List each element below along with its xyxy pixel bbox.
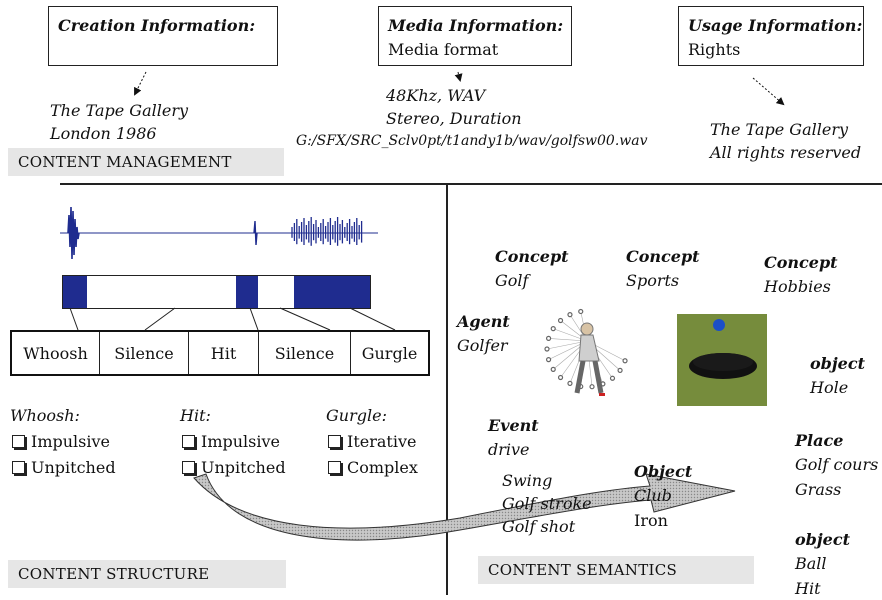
checkbox-icon bbox=[328, 461, 341, 474]
hit-item-1: Impulsive bbox=[182, 429, 280, 455]
gurgle-item-2-label: Complex bbox=[347, 458, 418, 477]
checkbox-icon bbox=[12, 461, 25, 474]
concept-1-type: Concept bbox=[495, 247, 569, 266]
whoosh-item-2: Unpitched bbox=[12, 455, 116, 481]
creation-info-box: Creation Information: bbox=[48, 6, 278, 66]
gurgle-item-2: Complex bbox=[328, 455, 418, 481]
checkbox-icon bbox=[328, 435, 341, 448]
concept-1-value: Golf bbox=[495, 271, 529, 290]
swing-arc-dot bbox=[557, 317, 564, 324]
audio-waveform bbox=[60, 206, 378, 260]
media-info-header: Media Information: bbox=[388, 16, 564, 35]
swing-arc-dot bbox=[545, 335, 552, 341]
concept-3-value: Hobbies bbox=[764, 277, 831, 296]
concept-2-value: Sports bbox=[626, 271, 680, 290]
gurgle-group-title: Gurgle: bbox=[326, 406, 387, 425]
agent-value: Golfer bbox=[457, 336, 508, 355]
media-line-2: Stereo, Duration bbox=[386, 109, 522, 128]
event-term-1: Swing bbox=[502, 471, 553, 490]
hit-group-title: Hit: bbox=[180, 406, 211, 425]
event-value: drive bbox=[488, 440, 530, 459]
swing-arc-dot bbox=[567, 312, 573, 318]
object-hole-value: Hole bbox=[810, 378, 849, 397]
swing-arc-dot bbox=[567, 380, 573, 386]
segment-hit: Hit bbox=[189, 332, 259, 374]
whoosh-item-1-label: Impulsive bbox=[31, 432, 110, 451]
checkbox-icon bbox=[182, 435, 195, 448]
golfer-image bbox=[544, 308, 628, 396]
segment-block-gurgle bbox=[294, 276, 370, 308]
object-club-type: Object bbox=[634, 462, 693, 481]
place-type: Place bbox=[795, 431, 844, 450]
swing-arc-dot bbox=[617, 367, 623, 373]
swing-arc-dot bbox=[589, 384, 595, 390]
concept-2-type: Concept bbox=[626, 247, 700, 266]
object-club-line-1: Club bbox=[634, 486, 672, 505]
event-type: Event bbox=[488, 416, 539, 435]
vertical-divider bbox=[446, 184, 448, 595]
management-arrows bbox=[134, 71, 785, 106]
segment-block-hit bbox=[236, 276, 258, 308]
golf-hole-image bbox=[677, 314, 767, 406]
media-info-subheader: Media format bbox=[388, 40, 499, 59]
checkbox-icon bbox=[182, 461, 195, 474]
whoosh-item-1: Impulsive bbox=[12, 429, 110, 455]
gurgle-item-1: Iterative bbox=[328, 429, 416, 455]
swing-arc-dot bbox=[544, 346, 550, 352]
segment-block-whoosh bbox=[63, 276, 87, 308]
swing-arc-dot bbox=[550, 366, 556, 372]
usage-line-1: The Tape Gallery bbox=[710, 120, 849, 139]
segment-silence-1: Silence bbox=[100, 332, 189, 374]
usage-info-header: Usage Information: bbox=[688, 16, 863, 35]
swing-arc-dot bbox=[550, 326, 556, 332]
media-info-box: Media Information: Media format bbox=[378, 6, 572, 66]
creation-line-1: The Tape Gallery bbox=[50, 101, 189, 120]
place-line-2: Grass bbox=[795, 480, 842, 499]
object-ball-line-1: Ball bbox=[795, 554, 827, 573]
media-path: G:/SFX/SRC_Sclv0pt/t1andy1b/wav/golfsw00… bbox=[296, 133, 648, 149]
segment-table: Whoosh Silence Hit Silence Gurgle bbox=[10, 330, 430, 376]
event-term-2: Golf stroke bbox=[502, 494, 592, 513]
creation-info-header: Creation Information: bbox=[58, 16, 256, 35]
whoosh-group-title: Whoosh: bbox=[10, 406, 80, 425]
content-management-label: CONTENT MANAGEMENT bbox=[8, 148, 284, 176]
swing-arc-dot bbox=[622, 358, 628, 364]
content-structure-label: CONTENT STRUCTURE bbox=[8, 560, 286, 588]
event-term-3: Golf shot bbox=[502, 517, 576, 536]
horizontal-divider bbox=[60, 183, 882, 185]
segment-gurgle: Gurgle bbox=[361, 343, 418, 363]
swing-arc-dot bbox=[609, 375, 616, 381]
agent-type: Agent bbox=[457, 312, 510, 331]
hit-item-1-label: Impulsive bbox=[201, 432, 280, 451]
hit-item-2-label: Unpitched bbox=[201, 458, 286, 477]
usage-info-box: Usage Information: Rights bbox=[678, 6, 864, 66]
usage-line-2: All rights reserved bbox=[710, 143, 862, 162]
content-semantics-label: CONTENT SEMANTICS bbox=[478, 556, 754, 584]
segment-strip bbox=[62, 275, 371, 309]
object-ball-type: object bbox=[795, 530, 850, 549]
object-ball-line-2: Hit bbox=[795, 579, 821, 598]
hit-item-2: Unpitched bbox=[182, 455, 286, 481]
gurgle-item-1-label: Iterative bbox=[347, 432, 417, 451]
segment-whoosh: Whoosh bbox=[12, 332, 100, 374]
whoosh-item-2-label: Unpitched bbox=[31, 458, 116, 477]
usage-info-subheader: Rights bbox=[688, 40, 741, 59]
swing-arc-dot bbox=[545, 357, 552, 363]
swing-arc-dot bbox=[557, 374, 564, 381]
segment-silence-2: Silence bbox=[259, 332, 351, 374]
media-line-1: 48Khz, WAV bbox=[386, 86, 486, 105]
concept-3-type: Concept bbox=[764, 253, 838, 272]
segment-connectors bbox=[69, 307, 396, 331]
swing-arc-dot bbox=[578, 308, 584, 315]
place-line-1: Golf cours bbox=[795, 455, 879, 474]
link-arrow bbox=[193, 473, 736, 541]
creation-line-2: London 1986 bbox=[50, 124, 157, 143]
object-hole-type: object bbox=[810, 354, 865, 373]
object-club-line-2: Iron bbox=[634, 511, 668, 530]
checkbox-icon bbox=[12, 435, 25, 448]
